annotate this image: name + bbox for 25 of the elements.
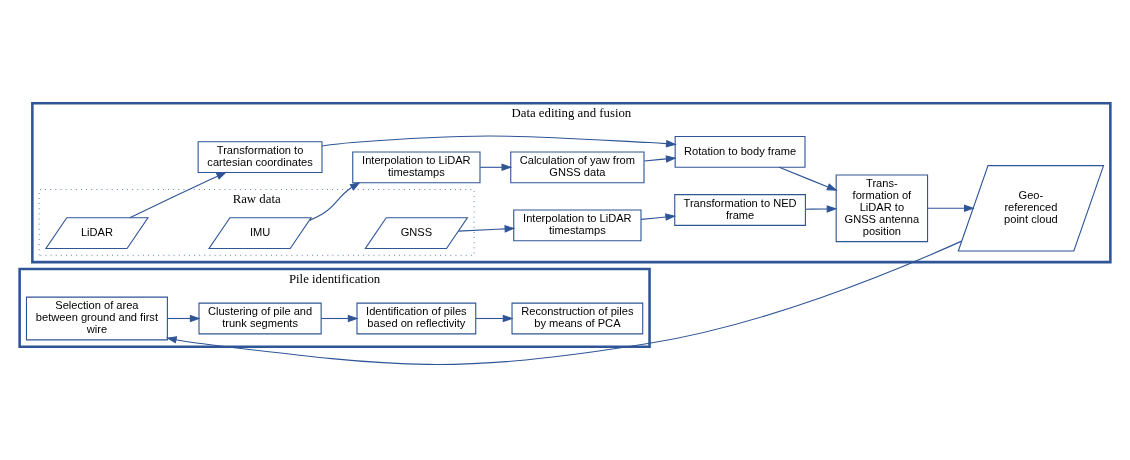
arrow	[166, 314, 201, 322]
node-box: Transformation to cartesian coordinates	[197, 140, 323, 173]
arrow	[640, 212, 677, 221]
node-box: Selection of area between ground and first wire	[25, 296, 168, 340]
arrow	[129, 171, 228, 218]
arrow	[479, 163, 513, 171]
node-box: Interpolation to LiDAR timestamps	[513, 208, 642, 241]
arrow	[165, 240, 963, 365]
arrow	[805, 204, 838, 213]
arrow	[321, 135, 677, 147]
arrow	[308, 181, 361, 221]
node-box: Clustering of pile and trunk segments	[198, 302, 322, 334]
node-box: Trans- formation of LiDAR to GNSS antenna position	[835, 173, 929, 242]
node-box: Transformation to NED frame	[674, 193, 806, 226]
node-box: Calculation of yaw from GNSS data	[510, 150, 645, 183]
node-box: Identification of piles based on reflectivity	[356, 302, 477, 334]
arrow	[320, 314, 359, 322]
node-box: Rotation to body frame	[674, 135, 806, 168]
node-box: Reconstruction of piles by means of PCA	[511, 302, 644, 334]
arrow	[458, 224, 516, 233]
arrow	[778, 166, 838, 191]
arrow	[927, 204, 975, 212]
node-box: Interpolation to LiDAR timestamps	[352, 150, 481, 183]
arrow	[643, 154, 677, 163]
arrow	[475, 314, 514, 322]
